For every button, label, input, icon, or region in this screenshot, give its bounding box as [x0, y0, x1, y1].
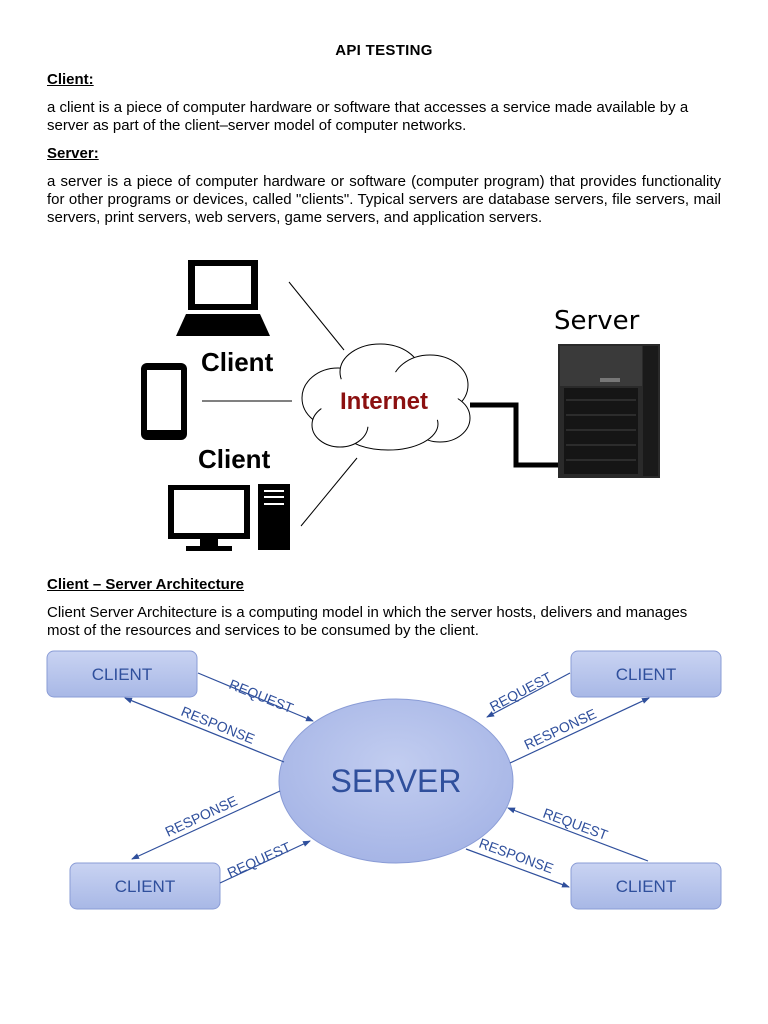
request-label-top-right: REQUEST — [487, 669, 555, 715]
client-label-top: Client — [201, 347, 274, 377]
client-server-architecture-diagram: CLIENT CLIENT CLIENT CLIENT SERVER REQUE… — [46, 650, 722, 910]
response-label-top-right: RESPONSE — [522, 705, 599, 752]
client-box-bottom-right: CLIENT — [570, 862, 722, 910]
server-heading: Server: — [47, 145, 99, 162]
desktop-computer-icon — [168, 484, 290, 551]
client-box-label: CLIENT — [616, 877, 676, 896]
response-arrow-bottom-left — [131, 790, 281, 860]
server-tower-icon — [558, 344, 660, 478]
desktop-connection-line — [300, 457, 358, 527]
request-arrow-bottom-right — [507, 807, 649, 862]
response-arrow-bottom-right — [465, 848, 570, 888]
request-label-bottom-left: REQUEST — [225, 838, 294, 880]
client-box-label: CLIENT — [92, 665, 152, 684]
client-definition: a client is a piece of computer hardware… — [47, 99, 689, 134]
response-arrow-top-right — [509, 697, 650, 764]
request-arrow-top-left — [197, 672, 314, 722]
response-arrow-top-left — [124, 697, 285, 763]
client-label-bottom: Client — [198, 444, 271, 474]
architecture-definition: Client Server Architecture is a computin… — [47, 604, 688, 639]
internet-label: Internet — [340, 388, 428, 415]
response-label-bottom-right: RESPONSE — [477, 835, 556, 877]
smartphone-icon — [141, 363, 187, 440]
server-cable — [470, 402, 560, 468]
client-box-top-right: CLIENT — [570, 650, 722, 698]
server-oval-label: SERVER — [330, 763, 461, 799]
request-arrow-bottom-left — [219, 840, 311, 884]
page-title: API TESTING — [335, 42, 433, 59]
server-oval: SERVER — [278, 698, 514, 864]
request-arrow-top-right — [486, 672, 571, 718]
laptop-icon — [176, 260, 270, 336]
laptop-connection-line — [288, 281, 345, 351]
client-box-label: CLIENT — [115, 877, 175, 896]
client-heading: Client: — [47, 71, 94, 88]
server-definition: a server is a piece of computer hardware… — [47, 173, 721, 226]
network-diagram: Client Client Internet Server — [141, 260, 660, 551]
architecture-heading: Client – Server Architecture — [47, 576, 245, 593]
request-label-top-left: REQUEST — [227, 676, 296, 716]
client-box-label: CLIENT — [616, 665, 676, 684]
client-box-bottom-left: CLIENT — [69, 862, 221, 910]
server-label: Server — [554, 306, 640, 336]
client-box-top-left: CLIENT — [46, 650, 198, 698]
response-label-bottom-left: RESPONSE — [163, 792, 240, 839]
